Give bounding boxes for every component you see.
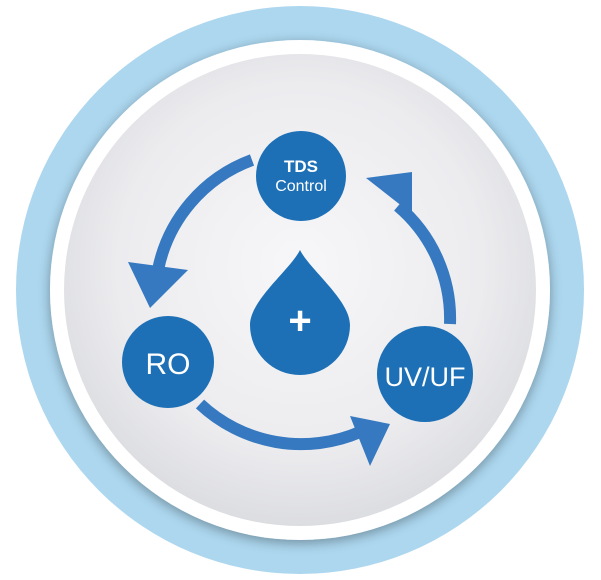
node-uvuf-circle bbox=[377, 326, 473, 422]
arrow-head-ro-to-uvuf bbox=[350, 416, 390, 466]
node-tds-control: TDS Control bbox=[256, 131, 346, 221]
node-ro-label: RO bbox=[146, 348, 191, 381]
arrow-ro-to-uvuf bbox=[195, 399, 363, 451]
node-uvuf: UV/UF bbox=[377, 326, 473, 422]
water-drop-plus-icon: + bbox=[250, 250, 350, 375]
arrow-tds-to-ro bbox=[152, 154, 255, 272]
node-ro: RO bbox=[122, 316, 214, 408]
arrow-head-tds-to-ro bbox=[128, 262, 188, 308]
drop-plus-symbol: + bbox=[288, 299, 311, 343]
node-ro-circle bbox=[122, 316, 214, 408]
arrow-uvuf-to-tds bbox=[394, 201, 457, 325]
node-tds-line1: TDS bbox=[284, 157, 318, 176]
node-uvuf-label: UV/UF bbox=[385, 362, 466, 392]
node-tds-line2: Control bbox=[275, 178, 327, 195]
water-drop-icon bbox=[250, 250, 350, 375]
node-tds-circle bbox=[256, 131, 346, 221]
arrow-head-uvuf-to-tds bbox=[366, 172, 412, 214]
